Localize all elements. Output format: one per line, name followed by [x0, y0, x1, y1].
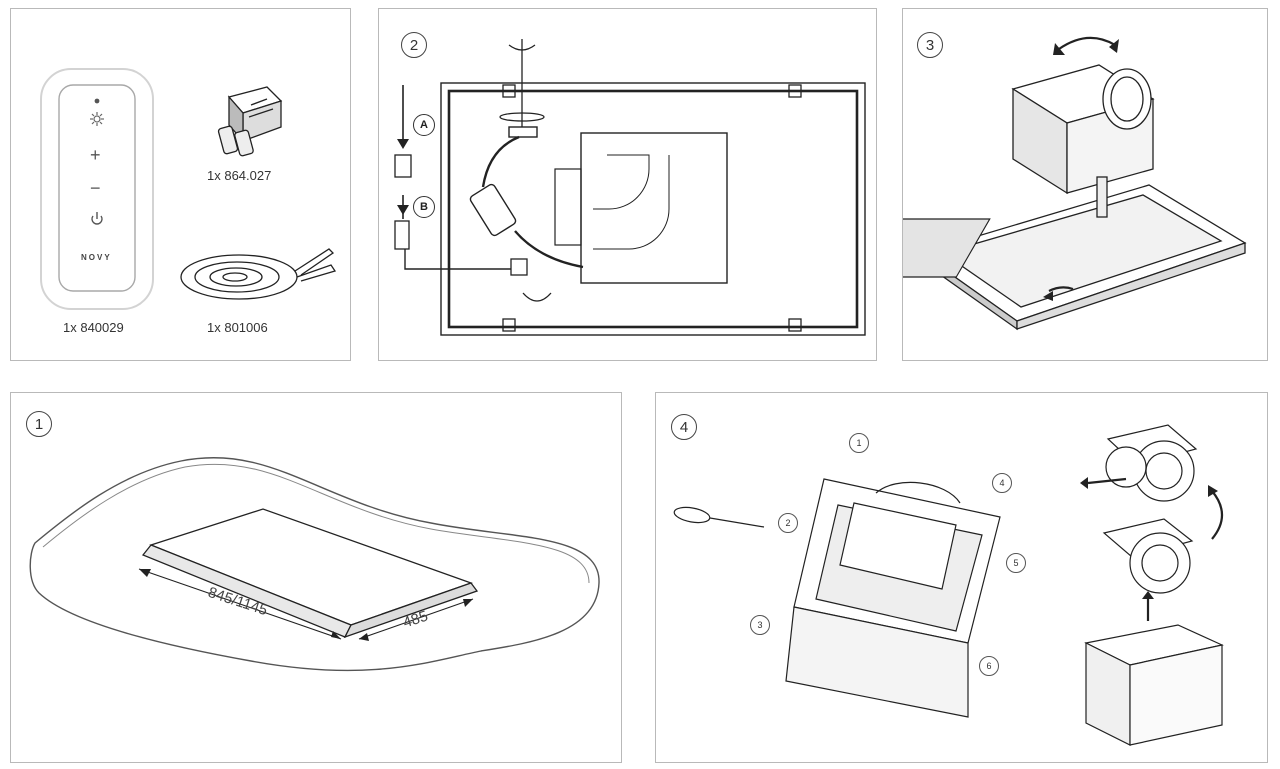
step-number-4: 4 [671, 414, 697, 440]
callout-3: 3 [750, 615, 770, 635]
wiring-label-a: A [413, 114, 435, 136]
connector-caption: 1x 864.027 [207, 168, 272, 183]
motor-unit-icon [1084, 424, 1224, 746]
fan-housing-icon [785, 478, 1001, 718]
motor-panel: 3 [902, 8, 1268, 361]
step-number-2: 2 [401, 32, 427, 58]
remote-plus-label: + [90, 145, 101, 165]
callout-1: 1 [849, 433, 869, 453]
callout-6: 6 [979, 656, 999, 676]
step-number-1: 1 [26, 411, 52, 437]
parts-illustration [40, 68, 337, 310]
screwdriver-icon [673, 506, 765, 528]
wiring-label-b: B [413, 196, 435, 218]
remote-caption: 1x 840029 [63, 320, 124, 335]
connector-icon [217, 86, 283, 157]
hob-icon [141, 508, 479, 639]
assembly-illustration [673, 424, 1224, 746]
remote-brand-label: NOVY [81, 253, 112, 262]
parts-panel: NOVY + − 1x 840029 1x 864.027 1x 801006 [10, 8, 351, 361]
cable-coil-icon [180, 248, 337, 300]
callout-5: 5 [1006, 553, 1026, 573]
cutout-illustration [29, 456, 600, 672]
motor-illustration [903, 36, 1247, 331]
step-number-3: 3 [917, 32, 943, 58]
cable-caption: 1x 801006 [207, 320, 268, 335]
remote-minus-label: − [90, 178, 101, 198]
remote-control-icon [40, 68, 154, 310]
cutout-panel: 1 845/1145 485 [10, 392, 622, 763]
wiring-illustration [394, 39, 866, 336]
wiring-panel: 2 A B [378, 8, 877, 361]
callout-4: 4 [992, 473, 1012, 493]
callout-2: 2 [778, 513, 798, 533]
assembly-panel: 4 1 2 3 4 5 6 [655, 392, 1268, 763]
